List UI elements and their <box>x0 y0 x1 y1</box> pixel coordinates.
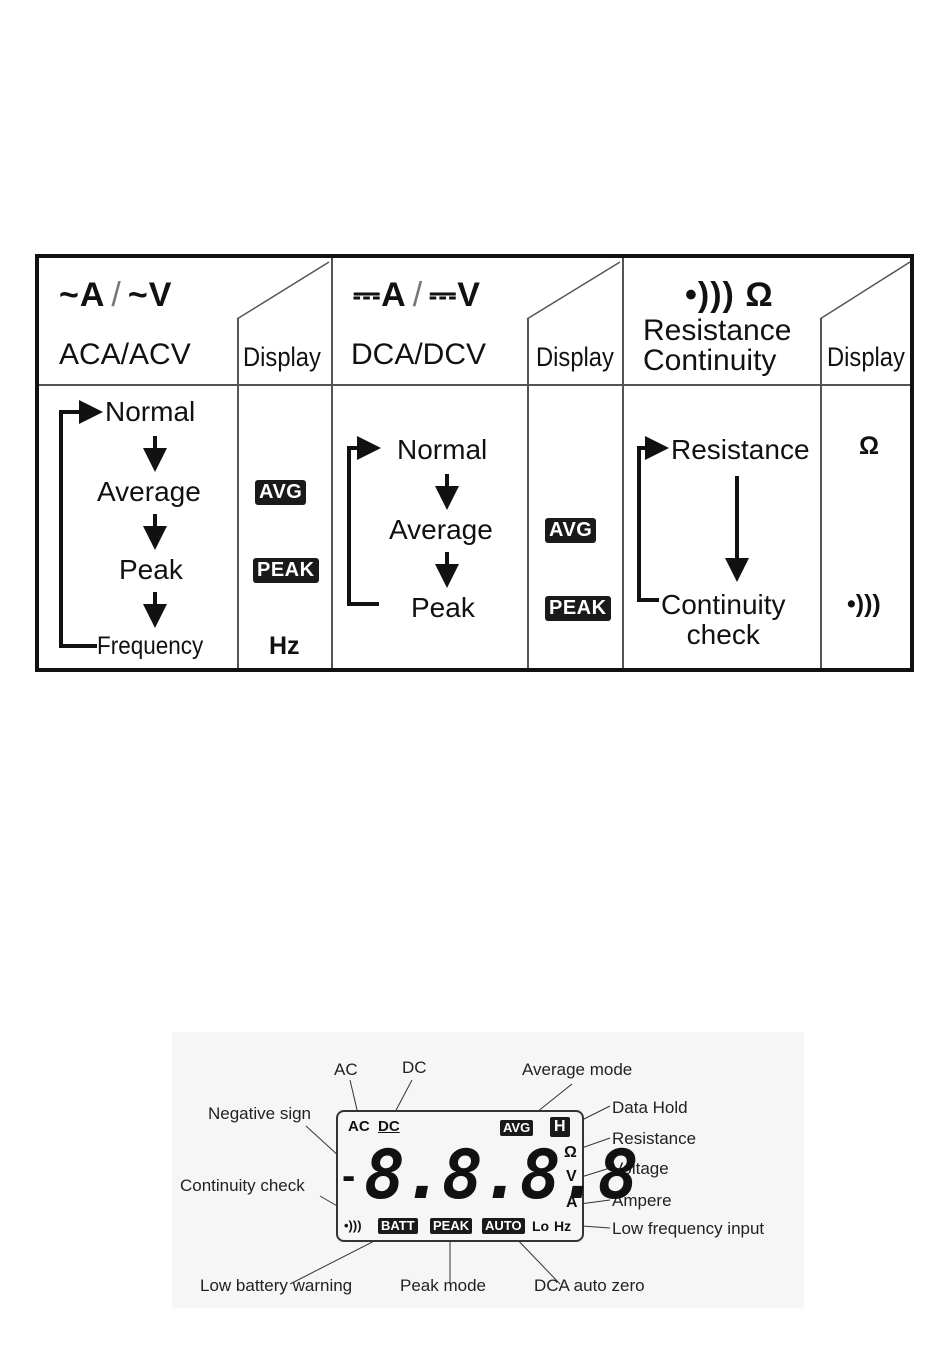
display-header: Display <box>827 342 905 372</box>
label-low-battery-warning: Low battery warning <box>200 1276 353 1295</box>
divider <box>237 318 239 668</box>
section-title-dc: DCA/DCV <box>351 338 487 371</box>
divider <box>39 384 910 386</box>
section-title-ac: ACA/ACV <box>59 338 191 371</box>
step-peak: Peak <box>119 554 183 585</box>
divider <box>820 318 822 668</box>
hz-display: Hz <box>269 632 300 660</box>
label-average-mode: Average mode <box>522 1060 633 1079</box>
divider <box>331 258 333 668</box>
label-dca-auto-zero: DCA auto zero <box>534 1276 645 1295</box>
step-normal: Normal <box>397 434 488 465</box>
label-dc: DC <box>402 1058 427 1077</box>
lcd-diagram: AC DC Average mode Negative sign Data Ho… <box>172 1032 804 1308</box>
digit-display: 8.8.8.8 <box>364 1136 639 1215</box>
label-continuity-check: Continuity check <box>180 1176 305 1195</box>
avg-badge: AVG <box>255 480 307 505</box>
label-ac: AC <box>334 1060 358 1079</box>
section-title-resistance: Resistance Continuity <box>643 314 792 377</box>
mode-table: ~A/~V ACA/ACV Display ⎓A/⎓V DCA/DCV Disp… <box>35 254 914 672</box>
hold-indicator: H <box>550 1117 570 1137</box>
volt-indicator: V <box>566 1168 577 1185</box>
label-voltage: Voltage <box>612 1159 669 1178</box>
step-average: Average <box>97 476 201 507</box>
dc-indicator: DC <box>378 1118 400 1135</box>
lo-indicator: Lo <box>532 1218 550 1234</box>
flow-arrows <box>59 400 749 648</box>
display-header: Display <box>243 342 321 372</box>
ohm-indicator: Ω <box>564 1144 577 1161</box>
continuity-indicator: •))) <box>344 1218 362 1233</box>
step-average: Average <box>389 514 493 545</box>
peak-indicator: PEAK <box>430 1218 473 1234</box>
amp-indicator: A <box>566 1194 578 1211</box>
continuity-display: •))) <box>847 590 881 618</box>
step-peak: Peak <box>411 592 475 623</box>
resistance-continuity-symbol: •))) Ω <box>685 276 774 314</box>
divider <box>622 258 624 668</box>
label-data-hold: Data Hold <box>612 1098 688 1117</box>
ac-symbol: ~A/~V <box>59 276 173 314</box>
peak-badge: PEAK <box>253 558 319 583</box>
battery-indicator: BATT <box>378 1218 418 1234</box>
label-resistance: Resistance <box>612 1129 697 1148</box>
step-normal: Normal <box>105 396 196 427</box>
auto-zero-indicator: AUTO <box>482 1218 525 1234</box>
header-diagonals <box>236 261 910 320</box>
label-peak-mode: Peak mode <box>400 1276 486 1295</box>
divider <box>527 318 529 668</box>
ac-indicator: AC <box>348 1118 370 1135</box>
avg-indicator: AVG <box>500 1120 534 1136</box>
lcd-panel: AC DC AVG H - 8.8.8.8 Ω V A •))) BATT PE… <box>336 1110 639 1242</box>
label-ampere: Ampere <box>612 1191 672 1210</box>
step-continuity-check: Continuity check <box>661 589 786 650</box>
step-frequency: Frequency <box>97 632 204 660</box>
label-negative-sign: Negative sign <box>208 1104 312 1123</box>
avg-badge: AVG <box>545 518 597 543</box>
dc-symbol: ⎓A/⎓V <box>353 276 481 314</box>
display-header: Display <box>536 342 614 372</box>
step-resistance: Resistance <box>671 434 810 465</box>
label-low-frequency-input: Low frequency input <box>612 1219 765 1238</box>
negative-sign-indicator: - <box>342 1154 356 1198</box>
peak-badge: PEAK <box>545 596 611 621</box>
ohm-display: Ω <box>859 432 880 460</box>
hz-indicator: Hz <box>554 1218 572 1234</box>
